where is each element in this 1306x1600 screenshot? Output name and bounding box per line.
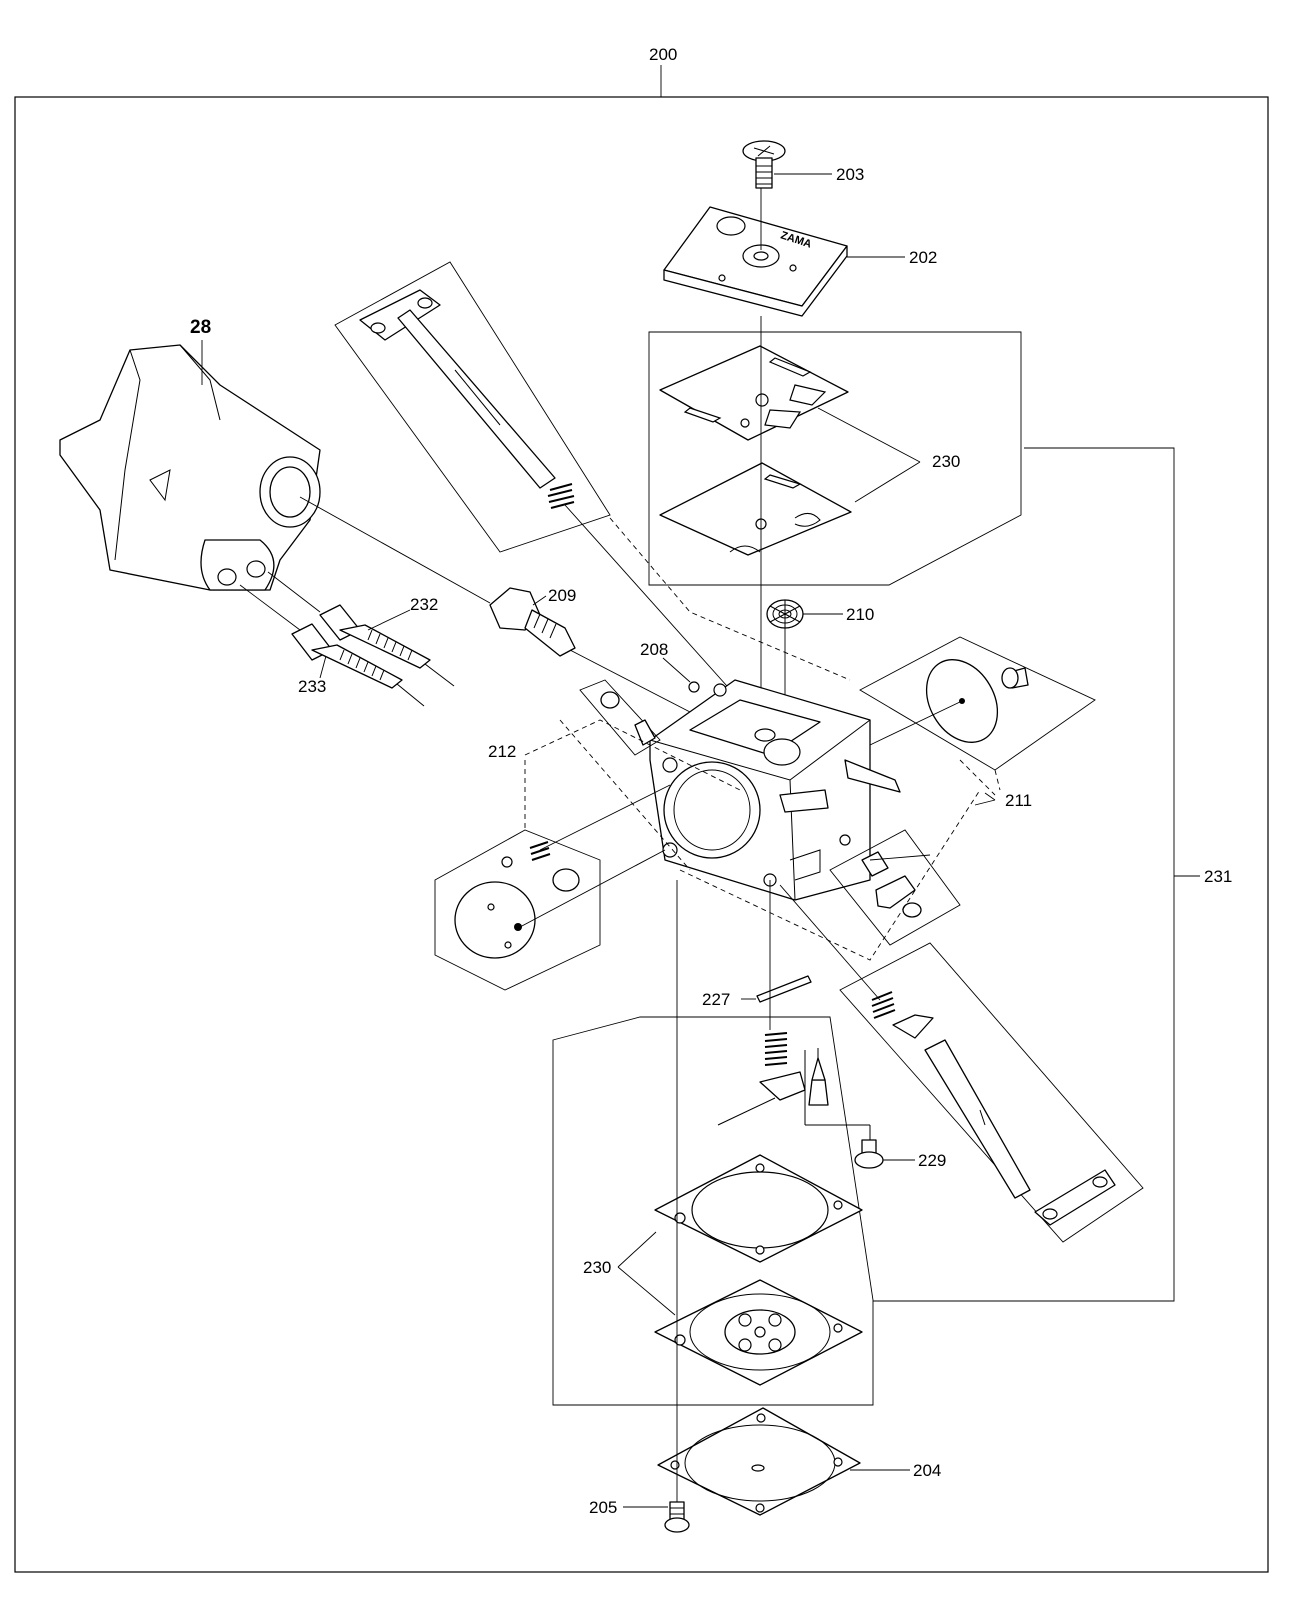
label-200: 200	[649, 45, 677, 64]
top-gasket-2	[659, 462, 852, 556]
bottom-diaphragm-part	[657, 1407, 861, 1516]
needle-233-part	[291, 623, 425, 707]
label-230-bottom: 230	[583, 1258, 611, 1277]
label-28: 28	[190, 317, 211, 338]
label-232: 232	[410, 595, 438, 614]
cover-plate-part: ZAMA	[663, 206, 848, 317]
label-210: 210	[846, 605, 874, 624]
throttle-disc-box	[859, 636, 1096, 771]
needle-232-part	[319, 604, 455, 687]
label-204: 204	[913, 1461, 941, 1480]
label-202: 202	[909, 248, 937, 267]
lower-group-box	[552, 1016, 874, 1406]
bottom-screw-part	[664, 1501, 690, 1533]
label-229: 229	[918, 1151, 946, 1170]
label-211: 211	[1005, 791, 1032, 810]
screw-229-part	[854, 1139, 884, 1169]
lower-gasket-1	[654, 1154, 863, 1263]
metering-parts	[717, 1032, 871, 1140]
pin-part	[756, 975, 812, 1003]
choke-upper-part	[600, 691, 656, 746]
label-205: 205	[589, 1498, 617, 1517]
top-gasket-1	[659, 345, 849, 441]
kit-bracket	[873, 447, 1175, 1302]
label-203: 203	[836, 165, 864, 184]
housing-part	[59, 344, 321, 591]
choke-lower-part	[454, 841, 580, 959]
label-231: 231	[1204, 867, 1232, 886]
label-209: 209	[548, 586, 576, 605]
label-212: 212	[488, 742, 516, 761]
lower-shaft-box	[839, 942, 1144, 1243]
upper-shaft-part	[359, 289, 575, 509]
lever-part	[861, 851, 922, 918]
top-gasket-group	[648, 331, 1022, 586]
lower-gasket-2	[654, 1279, 863, 1386]
throttle-disc-part	[925, 659, 1029, 743]
label-208: 208	[640, 640, 668, 659]
ball-part	[688, 681, 700, 693]
cover-screw-part	[742, 140, 786, 189]
screen-part	[766, 599, 804, 629]
lower-shaft-part	[871, 991, 1116, 1226]
choke-upper-box	[579, 679, 661, 756]
fitting-part	[489, 587, 576, 657]
lever-box	[829, 829, 961, 946]
diagram-frame	[14, 96, 1269, 1573]
label-227: 227	[702, 990, 730, 1009]
carburetor-body	[649, 679, 901, 901]
upper-shaft-box	[334, 261, 611, 553]
choke-lower-box	[434, 829, 601, 991]
label-230-top: 230	[932, 452, 960, 471]
label-233: 233	[298, 677, 326, 696]
